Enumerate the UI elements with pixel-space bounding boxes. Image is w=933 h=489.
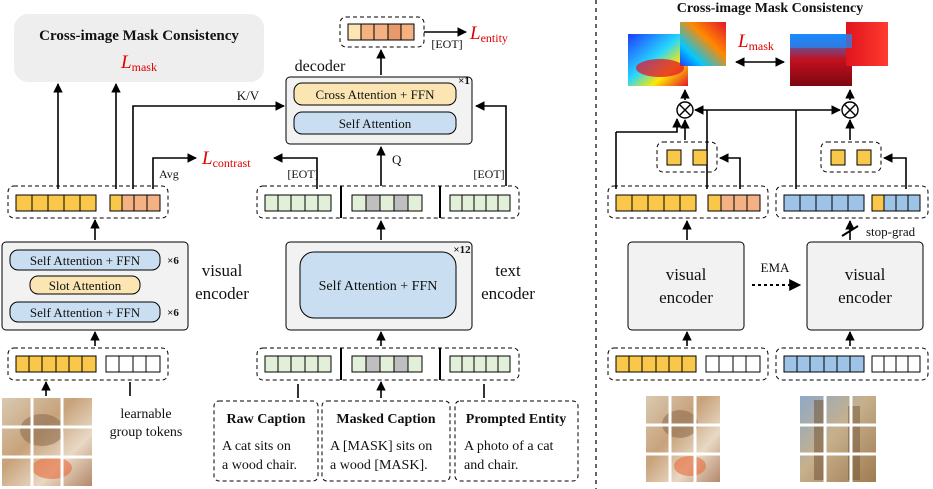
right-cat-image: [646, 396, 720, 482]
caption-prompted: Prompted Entity A photo of a cat and cha…: [454, 400, 579, 482]
svg-text:Prompted Entity: Prompted Entity: [466, 412, 566, 427]
l-mask-label: Lmask: [120, 52, 157, 74]
mask-consistency-title: Cross-image Mask Consistency: [39, 28, 239, 44]
svg-text:Raw Caption: Raw Caption: [227, 412, 306, 427]
right-feature-tokens-left: [615, 194, 761, 212]
svg-text:Masked Caption: Masked Caption: [336, 412, 435, 427]
decoder-x1: ×1: [458, 75, 470, 87]
visual-sa-ffn-bottom: Self Attention + FFN: [30, 305, 141, 320]
mask-consistency-box: [14, 14, 264, 82]
decoder-label: decoder: [295, 58, 346, 75]
right-feature-tokens-right: [783, 194, 921, 212]
visual-token-group-top: [15, 194, 161, 212]
visual-x6-top: ×6: [167, 255, 179, 267]
right-encoder-student-label-1: visual: [666, 265, 707, 284]
right-feature-row-left: [607, 185, 769, 219]
svg-text:A cat sits on: A cat sits on: [222, 439, 291, 454]
group-tokens-label-1: learnable: [120, 407, 171, 422]
text-sa-ffn: Self Attention + FFN: [319, 279, 438, 294]
eot-label-decoder: [EOT]: [431, 37, 462, 51]
self-attention-label: Self Attention: [339, 116, 412, 131]
right-input-row-left: [607, 347, 769, 381]
right-input-row-right: [775, 347, 929, 381]
svg-text:a wood chair.: a wood chair.: [222, 458, 297, 473]
right-title: Cross-image Mask Consistency: [677, 1, 863, 16]
text-feature-row-top: [256, 185, 520, 219]
kv-label: K/V: [237, 88, 260, 103]
visual-x6-bottom: ×6: [167, 307, 179, 319]
cross-attention-label: Cross Attention + FFN: [316, 87, 436, 102]
text-feature-tokens-top: [264, 194, 511, 212]
q-label: Q: [392, 152, 402, 167]
right-encoder-teacher-label-1: visual: [845, 265, 886, 284]
stop-grad-mark: [841, 225, 859, 237]
slot-attention-label: Slot Attention: [49, 278, 122, 293]
right-visual-encoder-teacher: [806, 241, 924, 331]
svg-text:a wood [MASK].: a wood [MASK].: [330, 458, 428, 473]
text-input-row: [256, 347, 520, 381]
avg-label: Avg: [159, 167, 179, 181]
stop-grad-label: stop-grad: [866, 224, 916, 239]
visual-sa-ffn-top: Self Attention + FFN: [30, 253, 141, 268]
right-visual-encoder-student: [627, 241, 745, 331]
right-encoder-teacher-label-2: encoder: [838, 288, 892, 307]
text-input-tokens: [264, 355, 511, 373]
l-contrast-label: Lcontrast: [201, 148, 251, 170]
heatmap-right: [790, 22, 888, 86]
group-pool-right: [820, 141, 882, 173]
visual-encoder-label-2: encoder: [195, 284, 249, 303]
visual-feature-row-top: [7, 185, 169, 219]
visual-input-tokens: [15, 355, 161, 373]
right-chair-image: [800, 396, 876, 482]
eot-label-right: [EOT]: [473, 167, 504, 181]
group-tokens-label-2: group tokens: [110, 425, 183, 440]
right-encoder-student-label-2: encoder: [659, 288, 713, 307]
decoder-output-row: [339, 16, 425, 48]
visual-input-row: [7, 347, 169, 381]
eot-label-left: [EOT]: [287, 167, 318, 181]
decoder-output-tokens: [347, 23, 415, 41]
svg-text:A photo of a cat: A photo of a cat: [464, 439, 554, 454]
group-pool-left: [656, 141, 718, 173]
right-l-mask-label: Lmask: [737, 31, 774, 53]
caption-masked: Masked Caption A [MASK] sits on a wood […: [321, 400, 451, 482]
ema-label: EMA: [761, 260, 791, 275]
heatmap-left: [628, 22, 726, 86]
l-entity-label: Lentity: [469, 23, 508, 45]
visual-encoder-label-1: visual: [202, 261, 243, 280]
text-encoder-label-1: text: [495, 261, 521, 280]
text-x12: ×12: [453, 244, 471, 256]
right-feature-row-right: [775, 185, 929, 219]
svg-text:A [MASK] sits on: A [MASK] sits on: [330, 439, 432, 454]
cat-image-patches: [2, 398, 92, 486]
caption-raw: Raw Caption A cat sits on a wood chair.: [213, 400, 319, 482]
svg-text:and chair.: and chair.: [464, 458, 518, 473]
text-encoder-label-2: encoder: [481, 284, 535, 303]
right-input-tokens-right: [783, 355, 921, 373]
right-input-tokens-left: [615, 355, 761, 373]
